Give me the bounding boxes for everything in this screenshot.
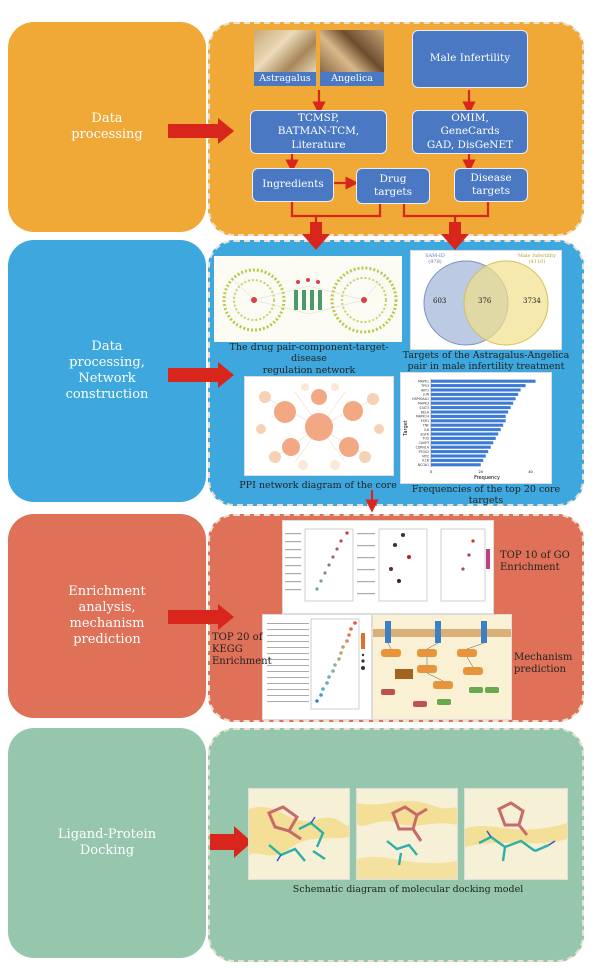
herb-photo-angelica xyxy=(320,30,384,72)
bar-RELA xyxy=(431,410,509,414)
bar-NCOA1 xyxy=(431,463,481,467)
row4-label: Ligand-Protein Docking xyxy=(57,826,157,858)
ingredients-box: Ingredients xyxy=(252,168,334,202)
venn-diagram: SAM-ID (979) Male Infertility (4110) 603… xyxy=(410,250,562,350)
herb-label-astragalus: Astragalus xyxy=(254,72,316,86)
bar-x-tick: 0 xyxy=(430,470,432,474)
big-arrow-row3 xyxy=(168,604,234,630)
drug-targets-label: Drug targets xyxy=(373,172,413,198)
bar-tick-label: NCOA1 xyxy=(418,463,429,467)
go-label: TOP 10 of GO Enrichment xyxy=(500,550,570,573)
bar-tick-label: MAPK3 xyxy=(418,402,429,406)
herb-photo-astragalus xyxy=(254,30,316,72)
bar-tick-label: ESR1 xyxy=(421,419,429,423)
bar-tick-label: AKT1 xyxy=(421,388,429,392)
bar-caption: Frequencies of the top 20 core targets xyxy=(411,484,561,507)
venn-right-label: Male Infertility (4110) xyxy=(517,253,557,265)
bar-HSP90AA1 xyxy=(431,397,516,401)
bar-tick-label: TP53 xyxy=(420,384,429,388)
kegg-enrichment-image xyxy=(262,614,372,720)
row2-label: Data processing, Network construction xyxy=(65,338,149,403)
kegg-label: TOP 20 of KEGG Enrichment xyxy=(212,632,272,667)
bar-x-tick: 40 xyxy=(528,470,532,474)
bar-CASP3 xyxy=(431,441,494,445)
row1-label: Data processing xyxy=(71,110,143,142)
big-arrow-row2 xyxy=(168,362,234,388)
bar-TNF xyxy=(431,423,504,427)
bar-TP53 xyxy=(431,384,526,388)
bar-tick-label: PTGS2 xyxy=(419,450,429,454)
bar-MAPK3 xyxy=(431,401,514,405)
venn-left-label: SAM-ID (979) xyxy=(425,253,445,265)
bar-tick-label: MAPK14 xyxy=(416,415,429,419)
male-infertility-label: Male Infertility xyxy=(429,52,511,65)
bar-MAPK1 xyxy=(431,379,536,383)
docking-image-3 xyxy=(464,788,568,880)
ingredients-label: Ingredients xyxy=(262,178,324,191)
bar-CDKN1A xyxy=(431,445,491,449)
bar-MAPK14 xyxy=(431,414,506,418)
bar-y-label: Target xyxy=(403,420,409,437)
bar-tick-label: EGFR xyxy=(420,432,429,436)
male-infertility-box: Male Infertility xyxy=(412,30,528,88)
big-arrow-row1 xyxy=(168,118,234,144)
bar-tick-label: MAPK1 xyxy=(418,380,429,384)
bar-tick-label: CDKN1A xyxy=(416,446,430,450)
bar-IL6 xyxy=(431,428,501,432)
tcmsp-label: TCMSP, BATMAN-TCM, Literature xyxy=(277,112,360,151)
row3-label: Enrichment analysis, mechanism predictio… xyxy=(68,583,146,648)
bar-ESR1 xyxy=(431,419,506,423)
big-arrow-row4 xyxy=(210,826,252,858)
disease-targets-label: Disease targets xyxy=(470,171,512,197)
bar-JUN xyxy=(431,392,519,396)
go-enrichment-image xyxy=(282,520,494,614)
docking-caption: Schematic diagram of molecular docking m… xyxy=(292,884,524,895)
bar-tick-label: CASP3 xyxy=(419,441,429,445)
docking-image-2 xyxy=(356,788,458,880)
venn-right-value: 3734 xyxy=(523,297,541,305)
venn-mid-value: 376 xyxy=(478,297,492,305)
bar-tick-label: STAT3 xyxy=(419,406,429,410)
ppi-network-image xyxy=(244,376,394,476)
omim-box: OMIM, GeneCards GAD, DisGeNET xyxy=(412,110,528,154)
bar-tick-label: HSP90AA1 xyxy=(412,397,429,401)
bar-x-tick: 20 xyxy=(479,470,483,474)
network-caption: The drug pair-component-target-disease r… xyxy=(229,342,389,376)
bar-chart-svg: MAPK1TP53AKT1JUNHSP90AA1MAPK3STAT3RELAMA… xyxy=(403,379,536,481)
bar-STAT3 xyxy=(431,406,511,410)
bar-tick-label: JUN xyxy=(422,393,429,397)
venn-left-value: 603 xyxy=(433,297,447,305)
row4-label-box: Ligand-Protein Docking xyxy=(8,728,206,958)
bar-tick-label: RELA xyxy=(421,410,430,414)
docking-image-1 xyxy=(248,788,350,880)
disease-targets-box: Disease targets xyxy=(454,168,528,202)
bar-MYC xyxy=(431,454,486,458)
bar-tick-label: TNF xyxy=(422,424,429,428)
network-image xyxy=(214,256,402,342)
bar-tick-label: IL1B xyxy=(422,459,429,463)
venn-caption: Targets of the Astragalus-Angelica pair … xyxy=(402,350,570,373)
herb-label-angelica: Angelica xyxy=(320,72,384,86)
bar-FOS xyxy=(431,436,496,440)
omim-label: OMIM, GeneCards GAD, DisGeNET xyxy=(426,112,514,151)
bar-IL1B xyxy=(431,458,484,462)
bar-tick-label: MYC xyxy=(422,454,430,458)
mechanism-image xyxy=(372,614,512,720)
tcmsp-box: TCMSP, BATMAN-TCM, Literature xyxy=(250,110,387,154)
bar-tick-label: FOS xyxy=(423,437,429,441)
drug-targets-box: Drug targets xyxy=(356,168,430,204)
bar-AKT1 xyxy=(431,388,521,392)
mechanism-label: Mechanism prediction xyxy=(514,652,573,675)
ppi-caption: PPI network diagram of the core xyxy=(239,480,397,491)
bar-EGFR xyxy=(431,432,499,436)
bar-PTGS2 xyxy=(431,450,489,454)
bar-x-label: Frequency xyxy=(474,475,500,481)
bar-tick-label: IL6 xyxy=(424,428,429,432)
